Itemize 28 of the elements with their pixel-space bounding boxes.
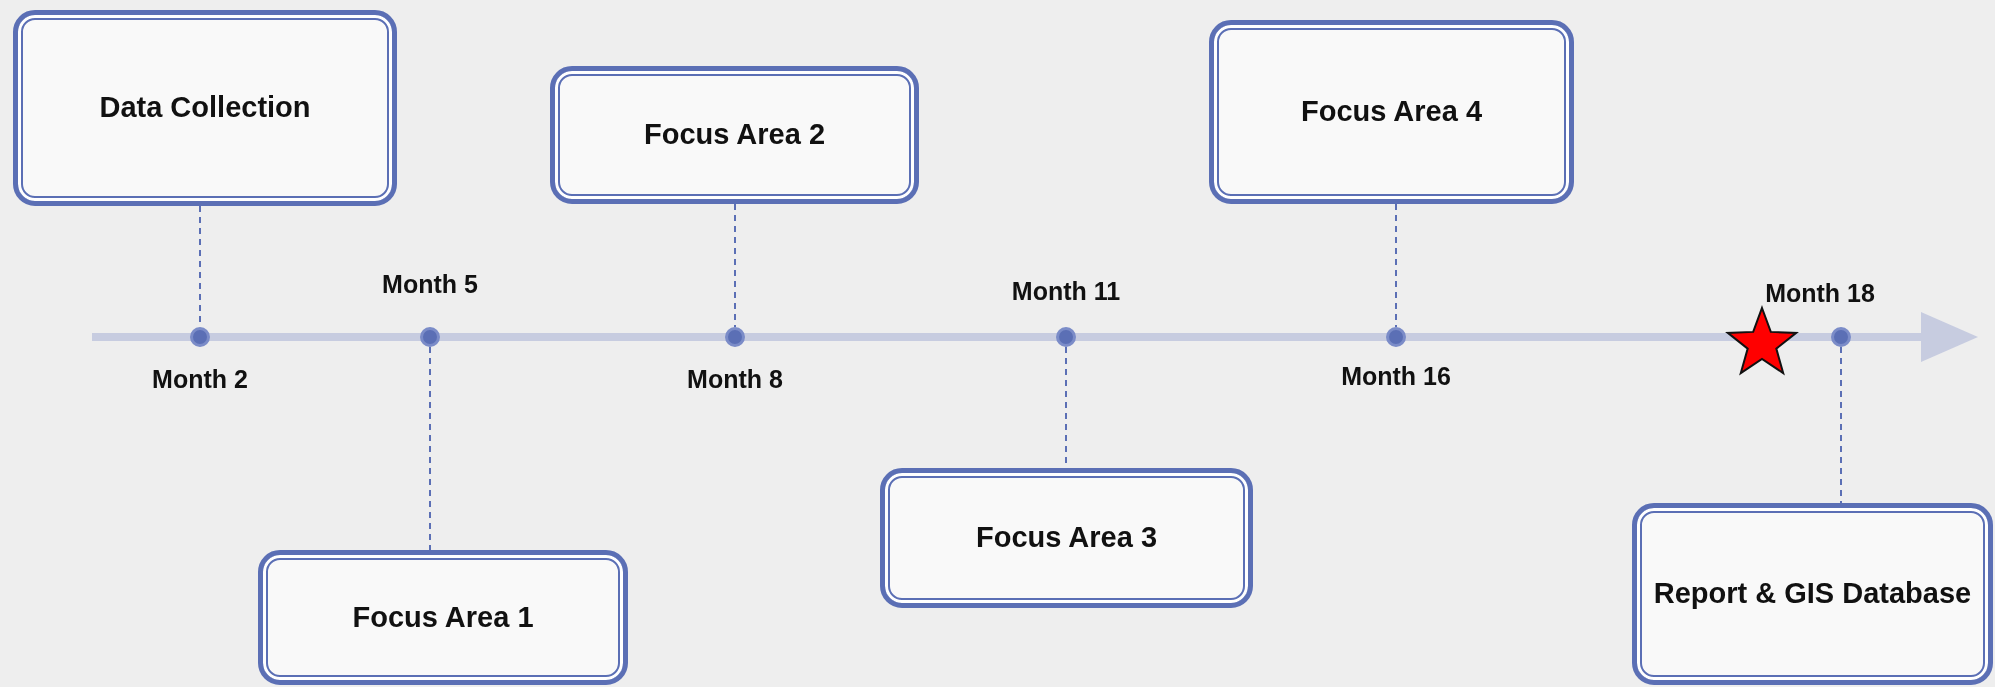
timeline-dot — [1831, 327, 1851, 347]
month-label: Month 16 — [1341, 362, 1451, 391]
leader-line — [1395, 203, 1397, 328]
milestone-box — [258, 550, 628, 685]
milestone-label: Report & GIS Database — [1653, 576, 1972, 612]
month-label: Month 11 — [1011, 277, 1121, 306]
timeline-dot — [420, 327, 440, 347]
leader-line — [734, 203, 736, 328]
month-label: Month 5 — [382, 270, 478, 299]
milestone-label: Focus Area 2 — [643, 117, 826, 153]
milestone-label: Focus Area 3 — [975, 520, 1158, 556]
milestone-box — [550, 66, 919, 204]
milestone-box — [13, 10, 397, 206]
milestone-label: Data Collection — [99, 90, 311, 126]
month-label: Month 18 — [1765, 279, 1875, 308]
timeline-dot — [190, 327, 210, 347]
milestone-label: Focus Area 1 — [352, 599, 534, 635]
month-label: Month 8 — [687, 365, 783, 394]
leader-line — [1840, 346, 1842, 504]
month-label: Month 2 — [152, 365, 248, 394]
timeline-dot — [1386, 327, 1406, 347]
timeline-dot — [1056, 327, 1076, 347]
milestone-box — [1632, 503, 1993, 685]
milestone-label: Focus Area 4 — [1300, 94, 1483, 130]
timeline-dot — [725, 327, 745, 347]
leader-line — [429, 346, 431, 551]
milestone-box — [880, 468, 1253, 608]
milestone-box — [1209, 20, 1574, 204]
